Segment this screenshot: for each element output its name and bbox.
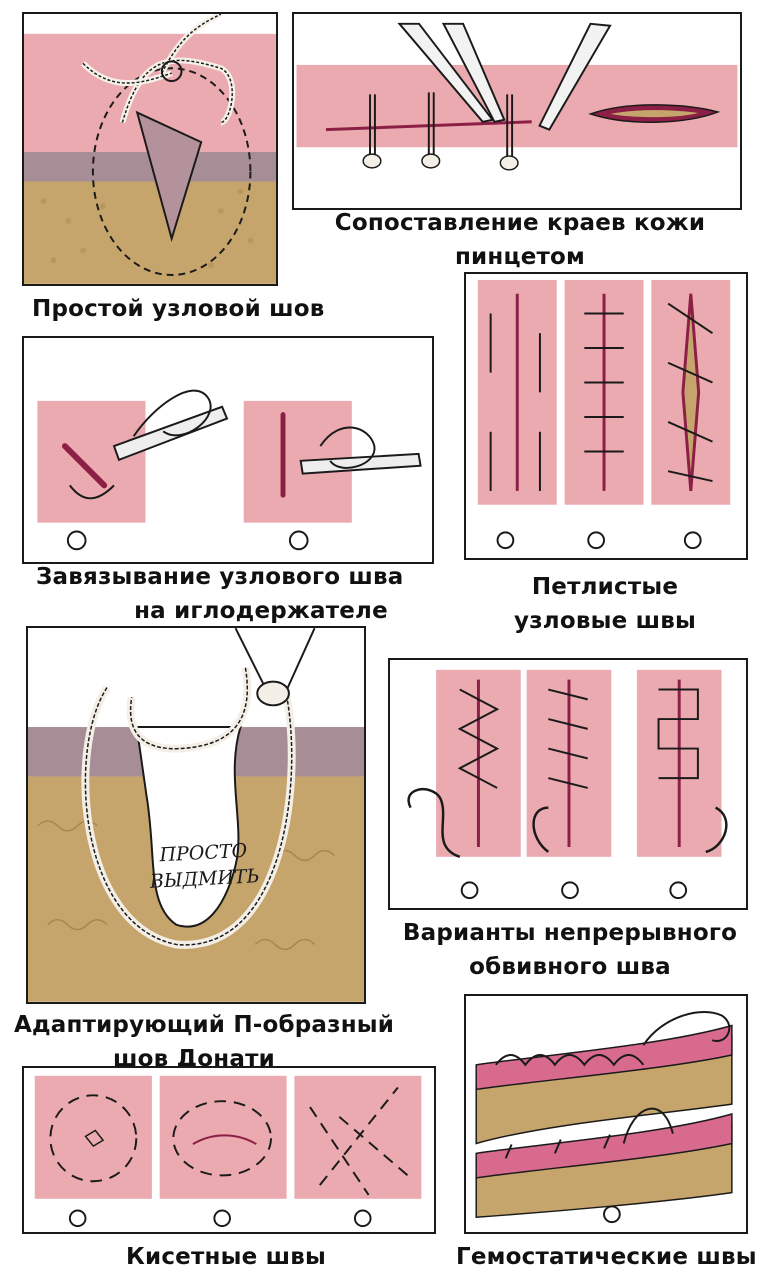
label-c (683, 531, 702, 550)
panel-forceps (292, 12, 742, 210)
caption-simple-suture: Простой узловой шов (32, 292, 324, 326)
label-c (669, 881, 688, 900)
caption-loop-sutures: Петлистые узловые швы (480, 570, 730, 638)
caption-line1: Завязывание узлового шва (36, 564, 404, 590)
caption-line2: обвивного шва (469, 954, 671, 980)
caption-forceps: Сопоставление краев кожи пинцетом (330, 206, 710, 274)
curved-needle-icon (407, 788, 728, 858)
forceps-illustration (296, 22, 738, 171)
label-c (353, 1209, 372, 1228)
caption-hemostatic: Гемостатические швы (456, 1240, 757, 1274)
label-b (288, 530, 309, 551)
donati-note: ПРОСТО ВЫДМИТЬ (141, 837, 268, 895)
label-b (603, 1205, 621, 1224)
caption-text: Простой узловой шов (32, 296, 325, 322)
caption-text: Гемостатические швы (456, 1244, 757, 1270)
caption-line1: Петлистые (531, 574, 679, 600)
label-a (68, 1209, 87, 1228)
label-a (66, 530, 87, 551)
caption-line1: Сопоставление краев кожи (334, 210, 706, 236)
label-a (496, 531, 515, 550)
panel-donati (26, 626, 366, 1004)
label-b (213, 1209, 231, 1228)
panel-purse-string (22, 1066, 436, 1234)
label-a (460, 881, 479, 900)
caption-line2: на иглодержателе (134, 598, 388, 624)
caption-purse-string: Кисетные швы (126, 1240, 326, 1274)
loop-sutures-illustration (477, 279, 731, 550)
forceps-icon (397, 22, 612, 131)
caption-line1: Адаптирующий П-образный (14, 1012, 395, 1038)
caption-line2: узловые швы (514, 608, 696, 634)
caption-needle-holder: Завязывание узлового шва на иглодержател… (36, 560, 404, 628)
donati-illustration (28, 628, 364, 1002)
panel-hemostatic (464, 994, 748, 1234)
caption-continuous: Варианты непрерывного обвивного шва (390, 916, 750, 984)
panel-needle-holder (22, 336, 434, 564)
panel-loop-sutures (464, 272, 748, 560)
label-b (587, 531, 606, 550)
purse-string-illustration (34, 1075, 422, 1228)
needle-holder-illustration (37, 389, 422, 551)
hemostatic-illustration (475, 1011, 733, 1224)
caption-line2: пинцетом (454, 244, 586, 270)
panel-continuous (388, 658, 748, 910)
simple-suture-illustration (24, 14, 276, 284)
panel-simple-suture (22, 12, 278, 286)
caption-line1: Варианты непрерывного (402, 920, 738, 946)
label-b (561, 881, 579, 900)
continuous-illustration (407, 669, 728, 900)
caption-text: Кисетные швы (126, 1244, 326, 1270)
needle-holder-icon (112, 405, 422, 475)
